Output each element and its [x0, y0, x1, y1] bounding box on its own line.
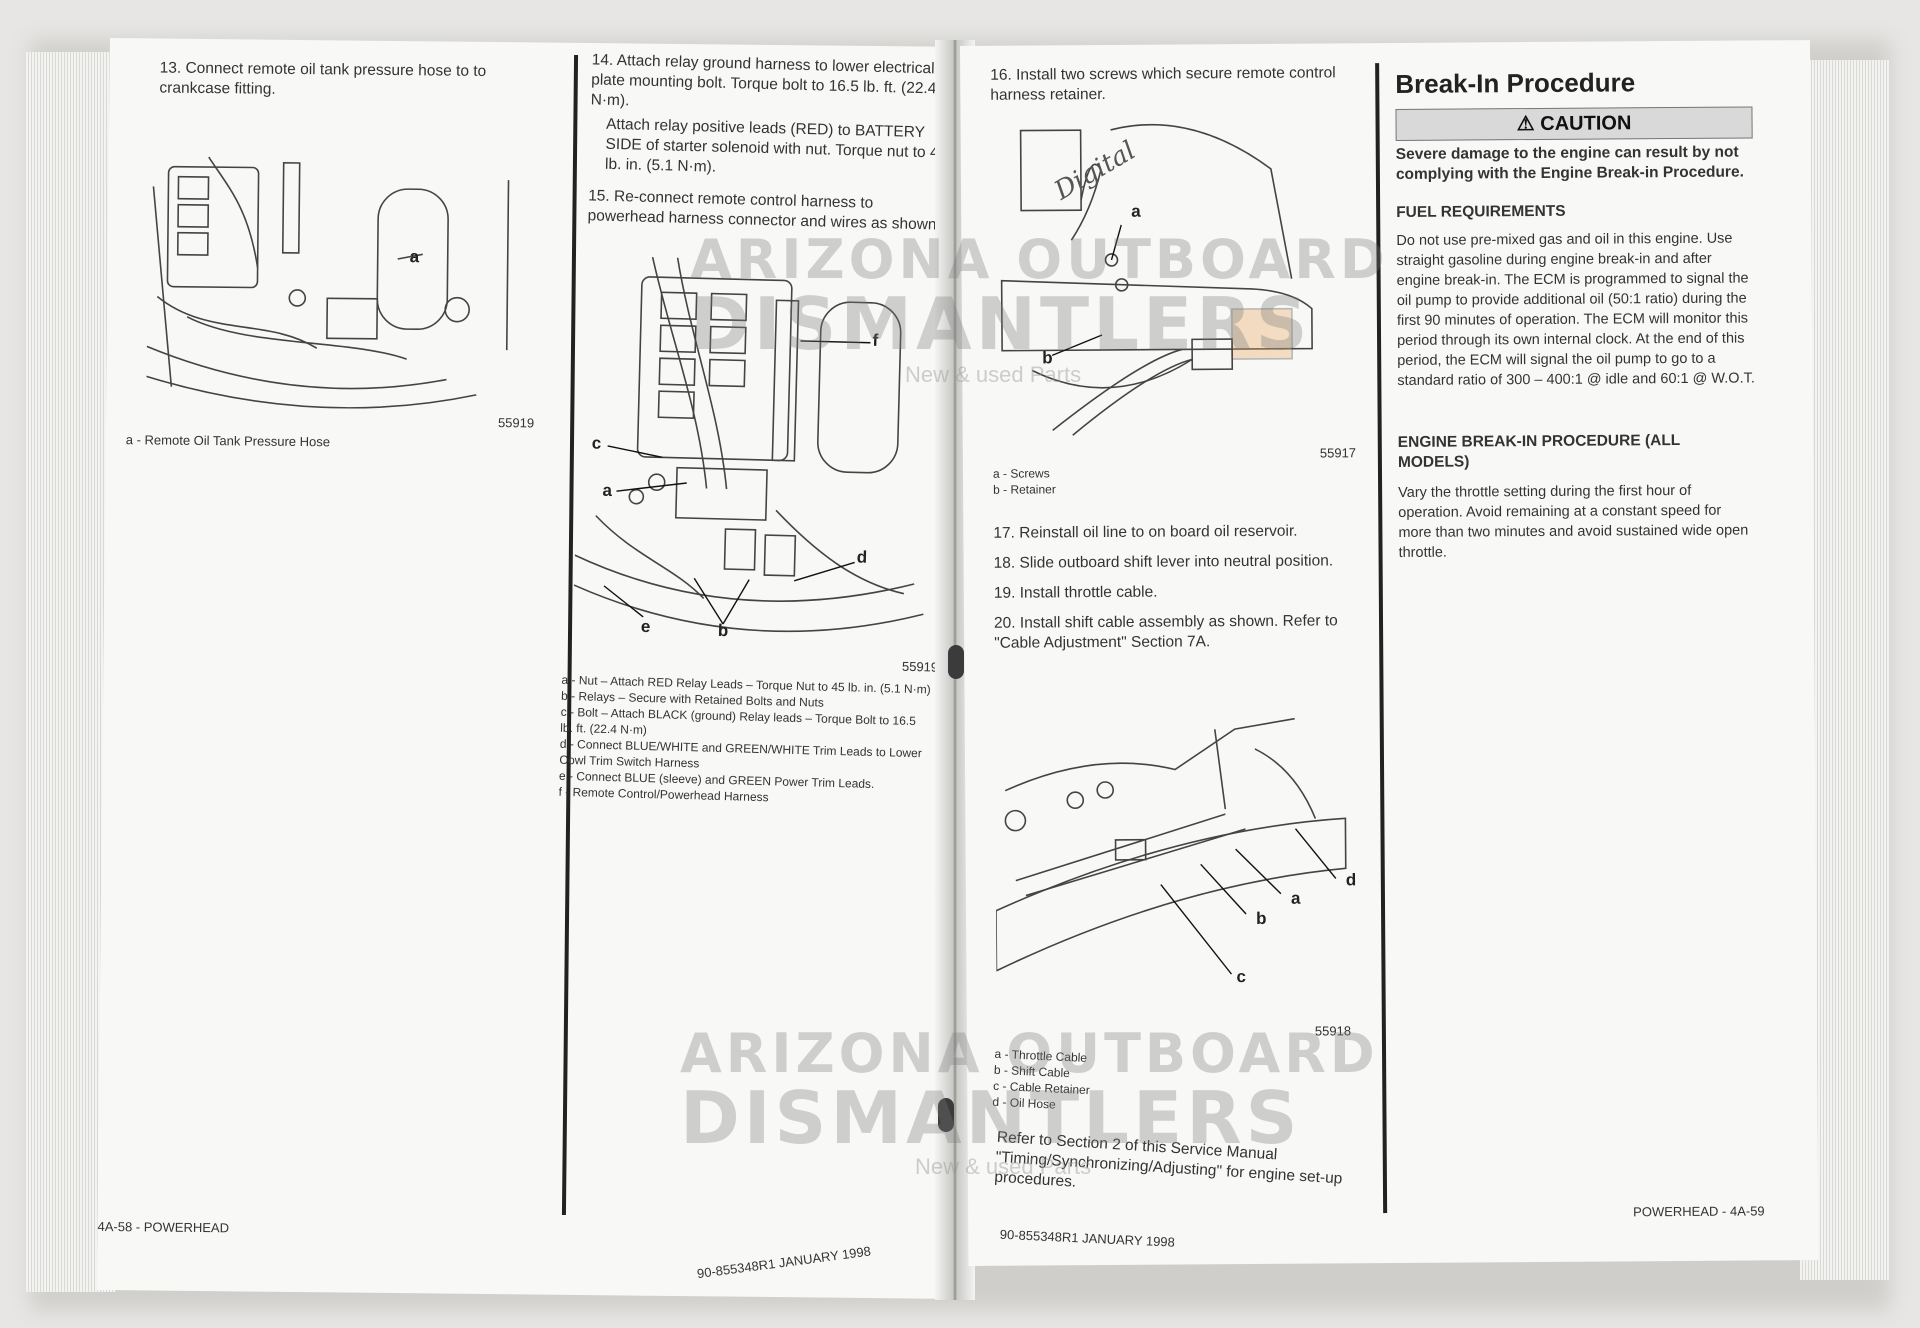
callout-b: b [1256, 908, 1267, 928]
step-19: 19. Install throttle cable. [993, 583, 1158, 602]
relay-illustration [573, 256, 924, 633]
step-16: 16. Install two screws which secure remo… [990, 64, 1336, 104]
left-page: 13. Connect remote oil tank pressure hos… [96, 38, 950, 1299]
callout-a: a [1290, 888, 1301, 908]
figure-number: 55919 [497, 415, 535, 431]
watermark-line2: DISMANTLERS [680, 1076, 1302, 1160]
watermark-line2: DISMANTLERS [690, 282, 1312, 366]
legend-item: b - Retainer [993, 482, 1056, 497]
center-left-column: 14. Attach relay ground harness to lower… [546, 50, 958, 1290]
figure-caption: a - Remote Oil Tank Pressure Hose [125, 432, 331, 450]
figure-number: 55919 [901, 658, 939, 675]
caution-banner: ⚠ CAUTION [1395, 106, 1753, 141]
cable-illustration [995, 717, 1347, 975]
break-in-heading: ENGINE BREAK-IN PROCEDURE (ALL MODELS) [1397, 431, 1681, 471]
cowl-illustration: Digital [1000, 123, 1313, 436]
callout-d: d [856, 547, 868, 567]
right-page: 16. Install two screws which secure remo… [960, 40, 1819, 1266]
legend-item: a - Screws [992, 466, 1050, 481]
watermark-line3: New & used Parts [915, 1154, 1092, 1179]
watermark-line1: ARIZONA OUTBOARD [690, 228, 1389, 291]
figure-cables: d a b c [995, 708, 1357, 1021]
center-right-footer: 90-855348R1 JANUARY 1998 [999, 1226, 1176, 1250]
fuel-requirements-heading: FUEL REQUIREMENTS [1396, 202, 1566, 221]
page-title: Break-In Procedure [1395, 67, 1636, 99]
callout-c: c [591, 433, 602, 453]
callout-a: a [1131, 201, 1141, 221]
figure-legend: a - Nut – Attach RED Relay Leads – Torqu… [558, 672, 931, 810]
figure-number: 55917 [1319, 445, 1357, 461]
binding-hole [938, 1098, 954, 1132]
watermark-line1: ARIZONA OUTBOARD [680, 1022, 1379, 1085]
binding-hole [948, 645, 964, 679]
break-in-text: Vary the throttle setting during the fir… [1398, 482, 1749, 561]
engine-illustration [146, 156, 510, 409]
callout-b: b [717, 620, 729, 641]
callout-c: c [1236, 967, 1247, 987]
callout-d: d [1345, 870, 1357, 890]
left-footer: 4A-58 - POWERHEAD [97, 1218, 230, 1236]
watermark-line3: New & used Parts [905, 362, 1082, 387]
step-20: 20. Install shift cable assembly as show… [993, 612, 1338, 652]
callout-a: a [409, 247, 420, 267]
step-14: 14. Attach relay ground harness to lower… [590, 51, 937, 110]
right-footer: POWERHEAD - 4A-59 [1633, 1203, 1765, 1220]
figure-relays-harness: f c a d e b [572, 255, 942, 654]
fuel-requirements-text: Do not use pre-mixed gas and oil in this… [1396, 230, 1755, 389]
step-13: 13. Connect remote oil tank pressure hos… [159, 59, 487, 98]
callout-e: e [640, 616, 651, 637]
figure-screws-retainer: Digital a b [990, 108, 1332, 440]
figure-oil-tank-hose: a [146, 146, 529, 410]
step-18: 18. Slide outboard shift lever into neut… [993, 552, 1334, 572]
step-14-positive-leads: Attach relay positive leads (RED) to BAT… [604, 115, 948, 176]
caution-text: Severe damage to the engine can result b… [1395, 143, 1744, 183]
digital-decal: Digital [1049, 136, 1141, 207]
step-17: 17. Reinstall oil line to on board oil r… [993, 522, 1298, 542]
center-left-footer: 90-855348R1 JANUARY 1998 [696, 1243, 872, 1282]
callout-a: a [602, 480, 613, 501]
